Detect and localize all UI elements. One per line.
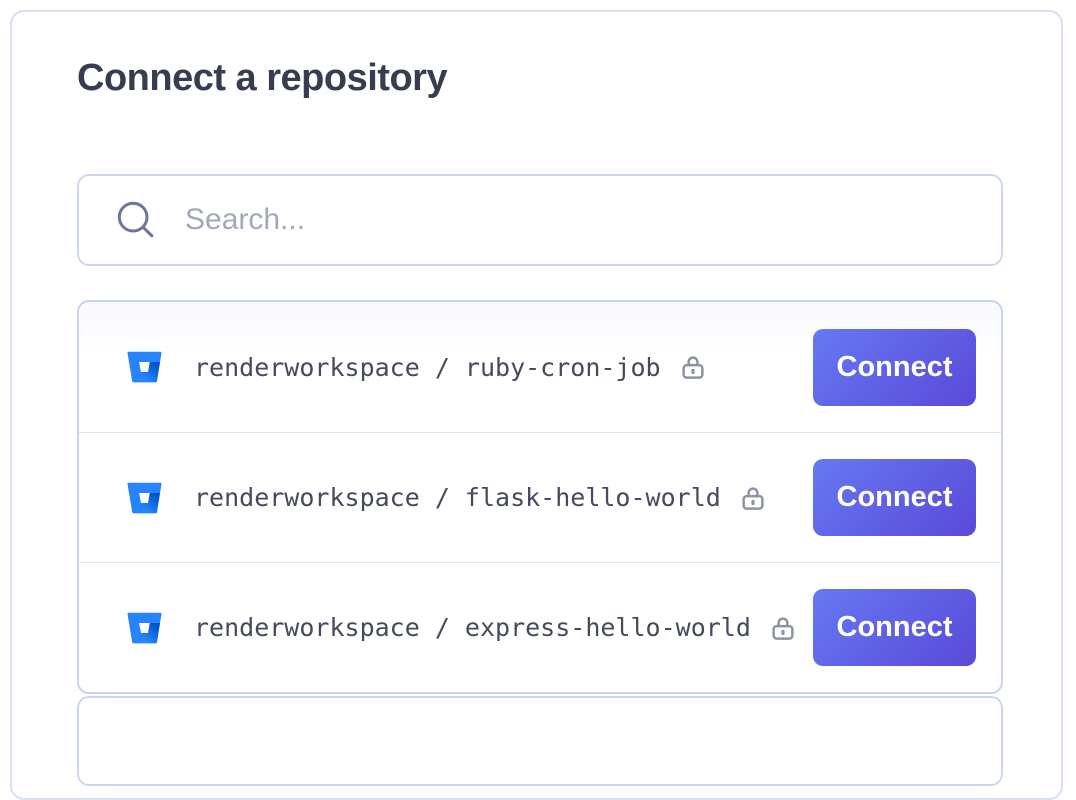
page-title: Connect a repository	[77, 57, 448, 99]
connect-button[interactable]: Connect	[813, 589, 976, 666]
repo-full-name: renderworkspace / flask-hello-world	[194, 483, 721, 512]
search-icon	[115, 199, 157, 241]
connect-button[interactable]: Connect	[813, 459, 976, 536]
connect-button[interactable]: Connect	[813, 328, 976, 406]
repo-row: renderworkspace / flask-hello-world Conn…	[79, 432, 1001, 562]
search-box	[77, 174, 1003, 266]
lock-icon	[738, 483, 768, 513]
lock-icon	[678, 352, 708, 382]
bitbucket-icon	[126, 481, 163, 515]
lock-icon	[768, 613, 798, 643]
repo-full-name: renderworkspace / ruby-cron-job	[194, 352, 661, 382]
next-list-section-partial	[77, 696, 1003, 786]
bitbucket-icon	[126, 350, 163, 384]
repo-full-name: renderworkspace / express-hello-world	[194, 613, 751, 642]
repo-row: renderworkspace / express-hello-world Co…	[79, 562, 1001, 692]
search-input[interactable]	[183, 202, 971, 238]
connect-repository-card: Connect a repository render	[10, 10, 1063, 800]
repo-list: renderworkspace / ruby-cron-job Connect	[77, 300, 1003, 694]
repo-row: renderworkspace / ruby-cron-job Connect	[79, 302, 1001, 432]
bitbucket-icon	[126, 611, 163, 645]
